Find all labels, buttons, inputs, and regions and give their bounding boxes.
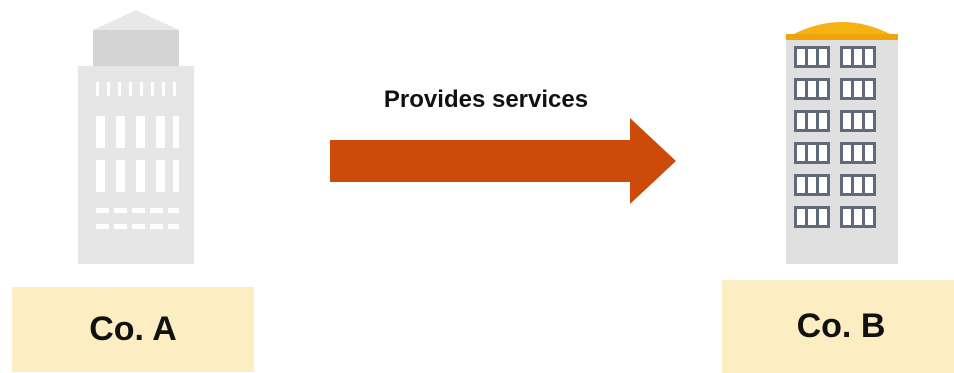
target-company-label: Co. B (722, 280, 954, 373)
apartment-building-icon (786, 22, 898, 264)
right-arrow-icon (330, 118, 676, 204)
source-company-label: Co. A (12, 287, 254, 372)
relation-label: Provides services (383, 86, 589, 113)
office-tower-icon (78, 10, 194, 264)
